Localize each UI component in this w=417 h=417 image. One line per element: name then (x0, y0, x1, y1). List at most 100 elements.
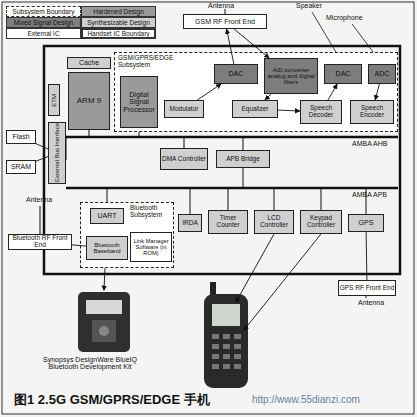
signal-connector (278, 110, 300, 111)
node-text: GPS (359, 219, 374, 226)
annotation-label: Synopsys DesignWare BlueIQ Bluetooth Dev… (38, 356, 142, 371)
block-box: ARM 9 (68, 72, 110, 130)
block-box: Cache (67, 57, 111, 69)
block-box: Speech Encoder (350, 100, 394, 124)
block-box: LCD Controller (254, 210, 294, 234)
node-text: Flash (12, 133, 29, 140)
block-box: DAC (214, 64, 258, 84)
block-box: GPS (348, 214, 384, 232)
signal-connector (197, 84, 221, 100)
node-text: Keypad Controller (301, 215, 341, 229)
node-text: Modulator (170, 106, 199, 113)
node-text: DMA Controller (162, 156, 206, 163)
signal-connector (265, 94, 272, 100)
block-box: ADC (368, 64, 396, 84)
annotation-label: AMBA APB (352, 191, 387, 198)
node-text: Speech Decoder (301, 105, 341, 119)
block-box: SRAM (6, 160, 36, 174)
block-box: Bluetooth RF Front End (8, 234, 72, 250)
block-box: IRDA (178, 214, 202, 232)
signal-connector (366, 232, 368, 280)
node-text: Link Manager Software (in ROM) (131, 238, 171, 256)
legend-text: Handset IC Boundary (87, 30, 149, 37)
node-text: GSM RF Front End (195, 18, 255, 25)
signal-connector (36, 144, 48, 149)
legend-text: Hardened Design (93, 8, 144, 15)
node-text: DAC (336, 70, 351, 77)
node-text: APB Bridge (226, 156, 260, 163)
legend-swatch: Subsystem Boundary (6, 6, 81, 17)
block-box: Keypad Controller (300, 210, 342, 234)
node-text: Speech Encoder (351, 105, 393, 119)
legend-swatch: Mixed Signal Design (6, 17, 81, 28)
block-box: Timer Counter (208, 210, 248, 234)
annotation-label: Antenna (26, 196, 52, 203)
subsystem-box: Bluetooth SubsystemUART Bluetooth Baseban… (80, 202, 174, 268)
node-text: Bluetooth Subsystem (130, 205, 170, 219)
phone-illustration (204, 282, 248, 388)
node-text: GPS RF Front End (340, 285, 395, 292)
legend-text: Mixed Signal Design (14, 19, 73, 26)
legend-swatch: Synthesizable Design (81, 17, 156, 28)
node-text: ADC (375, 70, 390, 77)
block-box: Bluetooth Baseband (86, 236, 128, 260)
signal-connector (227, 29, 234, 64)
signal-connector (72, 245, 86, 246)
block-box: Link Manager Software (in ROM) (130, 232, 172, 262)
block-box: A/D converter analog and digital filters (264, 58, 318, 94)
node-text: GSM/GPRS/EDGE Subsystem (118, 55, 180, 69)
signal-connector (375, 84, 379, 100)
signal-connector (36, 157, 48, 162)
devkit-illustration (78, 292, 130, 352)
block-box: DAC (324, 64, 362, 84)
block-box: Digital Signal Processor (120, 76, 158, 128)
node-text: DAC (229, 70, 244, 77)
annotation-label: Antenna (358, 299, 384, 306)
legend: Subsystem Boundary Hardened DesignMixed S… (6, 6, 156, 39)
block-box: Equalizer (232, 100, 278, 118)
annotation-label: Antenna (208, 2, 234, 9)
node-text: Digital Signal Processor (121, 91, 157, 113)
subsystem-box: GSM/GPRS/EDGE SubsystemDigital Signal Pr… (114, 52, 398, 132)
block-box: UART (90, 208, 124, 224)
block-box: Speech Decoder (300, 100, 342, 124)
block-box: GSM RF Front End (183, 14, 267, 29)
node-text: Equalizer (241, 106, 268, 113)
block-box: Flash (6, 130, 36, 144)
block-box: GPS RF Front End (338, 280, 396, 296)
node-text: ARM 9 (77, 97, 101, 105)
node-text: LCD Controller (255, 215, 293, 229)
node-text: Cache (79, 59, 99, 66)
annotation-label: Speaker (296, 2, 322, 9)
ahb-bus (66, 136, 398, 139)
legend-text: Synthesizable Design (87, 19, 150, 26)
legend-swatch: Hardened Design (81, 6, 156, 17)
node-text: Bluetooth Baseband (87, 242, 127, 255)
node-text: SRAM (11, 163, 31, 170)
node-text: External Bus Interface (54, 123, 60, 182)
annotation-label: Microphone (326, 14, 363, 21)
annotation-label: AMBA AHB (352, 140, 387, 147)
block-box: Modulator (164, 100, 204, 118)
legend-swatch: Handset IC Boundary (81, 28, 156, 39)
apb-bus (66, 187, 398, 190)
node-text: IRDA (182, 220, 198, 227)
figure-caption: 图1 2.5G GSM/GPRS/EDGE 手机 (14, 391, 210, 409)
legend-swatch: External IC (6, 28, 81, 39)
block-box: ETM (48, 84, 60, 116)
node-text: Timer Counter (209, 215, 247, 229)
handset-ic-boundary (44, 46, 400, 274)
signal-connector (234, 29, 269, 58)
block-box: DMA Controller (160, 148, 208, 170)
node-text: UART (98, 212, 117, 219)
illustration-arrows (104, 224, 321, 330)
node-text: Bluetooth RF Front End (9, 235, 71, 249)
outer-frame (2, 2, 414, 414)
node-text: A/D converter analog and digital filters (265, 67, 317, 86)
node-text: ETM (51, 94, 57, 107)
legend-text: External IC (27, 30, 59, 37)
legend-text: Subsystem Boundary (13, 8, 75, 15)
watermark: http://www.55dianzi.com (252, 395, 360, 406)
signal-connector (328, 84, 337, 100)
